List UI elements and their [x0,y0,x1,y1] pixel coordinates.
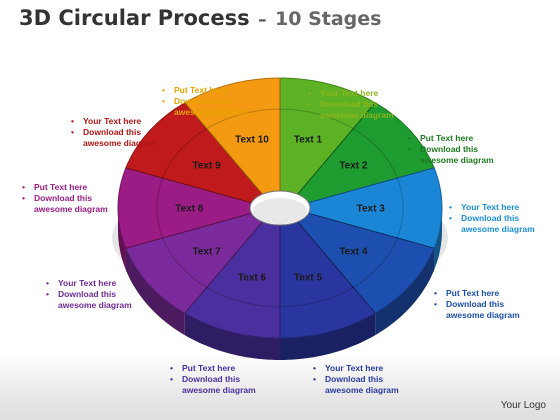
bullet: • [313,374,316,384]
stage-5-label: Text 5 [294,273,323,284]
bullet: • [408,144,411,154]
stage-3-label: Text 3 [357,204,386,215]
bullet: • [313,363,316,373]
bullet: • [434,288,437,298]
callout-line: Put Text here [446,288,500,298]
callout-8: • Your Text here • Download this awesome d… [46,278,132,311]
logo-text: Your Logo [500,400,546,411]
callout-line: Download this [446,299,505,309]
bullet: • [162,96,165,106]
segment-divider [125,212,252,249]
callout-line: awesome diagram [461,224,535,234]
stage-4-label: Text 4 [339,246,368,257]
center-hole-inner [253,198,307,224]
callout-line: Put Text here [34,182,88,192]
callout-10: • Your Text here • Download this awesome d… [71,116,157,149]
stage-3-side [434,208,442,271]
callout-line: Download this [83,127,142,137]
callout-line: awesome diagram [420,155,494,165]
callout-6: • Your Text here • Download this awesome d… [313,363,399,396]
segment-divider [297,102,376,195]
bullet: • [71,116,74,126]
bullet: • [449,213,452,223]
callout-4: • Your Text here • Download this awesome d… [449,202,535,235]
stage-2-label: Text 2 [339,161,368,172]
stage-7-label: Text 7 [193,246,222,257]
segment-divider [297,221,376,314]
stage-6-label: Text 6 [238,273,267,284]
callout-1: • Put Text here • Download this awesome di… [162,85,248,118]
callout-line: Your Text here [325,363,384,373]
stage-10-label: Text 10 [235,134,269,145]
callout-line: awesome diagram [34,204,108,214]
segment-divider [184,221,263,314]
bottom-band [0,352,560,420]
callout-5: • Put Text here • Download this awesome di… [434,288,520,321]
bullet: • [162,85,165,95]
callout-3: • Put Text here • Download this awesome di… [408,133,494,166]
callout-line: awesome diagram [325,385,399,395]
title-subtitle: 10 Stages [275,8,382,30]
bullet: • [308,88,311,98]
callout-line: Download this [461,213,520,223]
callout-line: Your Text here [83,116,142,126]
callout-line: Download this [182,374,241,384]
stage-1-label: Text 1 [294,134,323,145]
callout-line: awesome diagram [320,110,394,120]
callout-line: Download this [58,289,117,299]
segment-divider [308,167,435,204]
segment-divider [308,212,435,249]
bullet: • [46,289,49,299]
callout-7: • Put Text here • Download this awesome di… [170,363,256,396]
callout-line: Put Text here [182,363,236,373]
callout-line: awesome diagram [446,310,520,320]
bullet: • [170,374,173,384]
callout-line: awesome diagram [58,300,132,310]
bullet: • [408,133,411,143]
stage-7-side [125,248,185,336]
bullet: • [449,202,452,212]
callout-line: Put Text here [174,85,228,95]
callout-line: Download this [34,193,93,203]
bullet: • [46,278,49,288]
segment-divider [184,102,263,195]
inner-band-line [156,108,404,308]
title-separator: – [258,10,267,30]
stage-4-side [375,248,435,336]
stage-8-label: Text 8 [175,204,204,215]
stage-8-side [118,208,126,271]
callout-line: awesome diagram [83,138,157,148]
callout-line: Put Text here [420,133,474,143]
callout-line: awesome diagram [182,385,256,395]
page-title: 3D Circular Process – 10 Stages [19,6,381,30]
callout-9: • Put Text here • Download this awesome di… [22,182,108,215]
callout-line: Download this [320,99,379,109]
bullet: • [308,99,311,109]
callout-line: Your Text here [320,88,379,98]
callout-line: Your Text here [461,202,520,212]
callout-line: Download this [174,96,233,106]
bullet: • [71,127,74,137]
bullet: • [170,363,173,373]
callout-2: • Your Text here • Download this awesome d… [308,88,394,121]
callout-line: Download this [420,144,479,154]
stage-9-label: Text 9 [193,161,222,172]
bullet: • [434,299,437,309]
callout-line: awesome diagram [174,107,248,117]
segment-divider [125,167,252,204]
callout-line: Your Text here [58,278,117,288]
bullet: • [22,182,25,192]
bullet: • [22,193,25,203]
title-main: 3D Circular Process [19,6,250,30]
callout-line: Download this [325,374,384,384]
